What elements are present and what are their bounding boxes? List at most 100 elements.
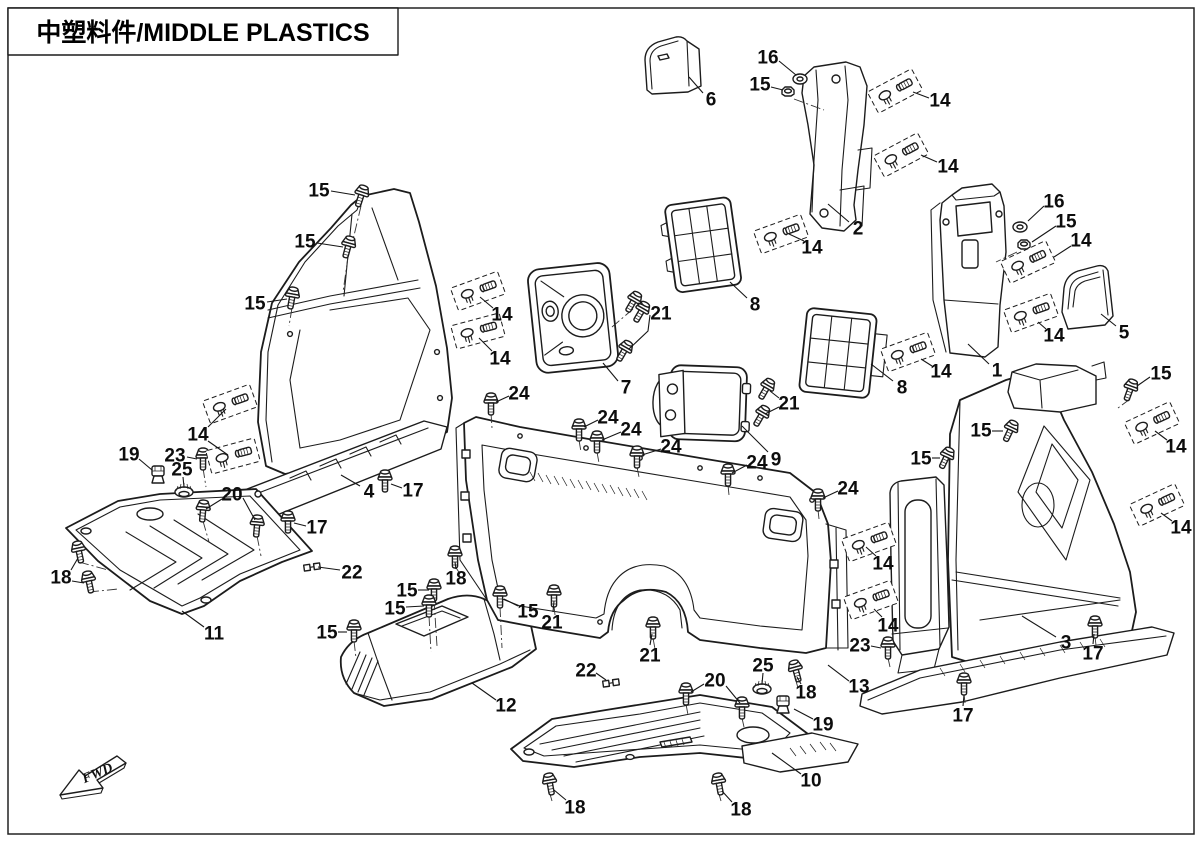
centerline bbox=[256, 535, 262, 557]
callout-17: 17 bbox=[952, 694, 974, 727]
callout-number: 17 bbox=[402, 481, 423, 502]
callout-15: 15 bbox=[970, 421, 1003, 442]
washer-icon bbox=[1012, 221, 1028, 233]
callout-15: 15 bbox=[503, 598, 539, 623]
leader-line bbox=[503, 598, 519, 607]
callout-14: 14 bbox=[1037, 321, 1065, 347]
callout-7: 7 bbox=[602, 362, 631, 399]
callout-number: 14 bbox=[930, 362, 952, 383]
callout-16: 16 bbox=[1027, 192, 1065, 222]
leader-line bbox=[1136, 376, 1151, 387]
leader-line bbox=[628, 314, 651, 350]
leader-line bbox=[1027, 205, 1045, 222]
nut-icon bbox=[781, 86, 795, 97]
leader-line bbox=[266, 298, 288, 303]
callout-21: 21 bbox=[628, 302, 672, 350]
centerline bbox=[202, 467, 207, 488]
callout-14: 14 bbox=[920, 358, 952, 383]
callout-number: 24 bbox=[508, 384, 530, 405]
callout-number: 14 bbox=[1165, 437, 1187, 458]
leader-line bbox=[920, 154, 938, 163]
callout-14: 14 bbox=[912, 91, 951, 112]
part-12-console-cover bbox=[339, 594, 537, 707]
part-8-grille-upper bbox=[660, 196, 742, 294]
callout-14: 14 bbox=[479, 296, 513, 326]
leader-line bbox=[920, 358, 933, 367]
callout-number: 15 bbox=[517, 602, 539, 623]
callout-number: 15 bbox=[970, 421, 992, 442]
part-2-bracket bbox=[801, 61, 873, 232]
callout-19: 19 bbox=[118, 445, 153, 471]
leader-line bbox=[1021, 615, 1057, 638]
leader-line bbox=[495, 395, 510, 403]
callout-8: 8 bbox=[729, 281, 760, 316]
leader-line bbox=[207, 440, 229, 456]
leader-line bbox=[870, 363, 894, 382]
leader-line bbox=[330, 190, 356, 196]
centerline bbox=[793, 98, 825, 111]
callout-18: 18 bbox=[553, 789, 586, 819]
callout-23: 23 bbox=[164, 446, 198, 467]
leader-line bbox=[186, 456, 198, 460]
bolt-icon bbox=[483, 392, 499, 416]
callout-number: 15 bbox=[244, 294, 266, 315]
callout-number: 21 bbox=[778, 394, 800, 415]
callout-number: 16 bbox=[1043, 192, 1064, 213]
callout-number: 5 bbox=[1119, 323, 1130, 344]
callout-17: 17 bbox=[390, 481, 424, 502]
part-9-cover-box bbox=[652, 364, 752, 443]
callout-24: 24 bbox=[641, 437, 682, 458]
centerline bbox=[578, 439, 582, 453]
leader-line bbox=[637, 302, 651, 309]
leader-line bbox=[390, 483, 403, 489]
callout-number: 23 bbox=[164, 446, 185, 467]
callout-number: 15 bbox=[384, 599, 406, 620]
callout-24: 24 bbox=[822, 479, 859, 500]
callout-14: 14 bbox=[1160, 512, 1192, 539]
centerline bbox=[433, 599, 438, 647]
callout-number: 14 bbox=[1170, 518, 1192, 539]
leader-line bbox=[207, 408, 227, 428]
leader-line bbox=[778, 60, 797, 76]
leader-line bbox=[601, 431, 622, 441]
callout-number: 23 bbox=[849, 636, 870, 657]
leader-line bbox=[769, 390, 780, 399]
leader-line bbox=[138, 458, 153, 471]
callout-24: 24 bbox=[731, 453, 768, 474]
fwd-arrow: FWD bbox=[59, 755, 127, 800]
callout-number: 17 bbox=[952, 706, 973, 727]
callout-number: 24 bbox=[746, 453, 768, 474]
centerline bbox=[596, 451, 600, 464]
leader-line bbox=[771, 752, 802, 775]
page-title: 中塑料件/MIDDLE PLASTICS bbox=[36, 19, 369, 47]
callout-15: 15 bbox=[308, 181, 356, 202]
title-box: 中塑料件/MIDDLE PLASTICS bbox=[7, 7, 399, 56]
callout-number: 15 bbox=[910, 449, 932, 470]
callout-number: 8 bbox=[897, 378, 908, 399]
nut-icon bbox=[1017, 239, 1031, 250]
callout-9: 9 bbox=[741, 425, 781, 471]
leader-line bbox=[1154, 430, 1168, 441]
centerline bbox=[78, 561, 109, 571]
leader-line bbox=[827, 664, 850, 682]
callout-number: 25 bbox=[171, 460, 193, 481]
callout-number: 21 bbox=[650, 304, 672, 325]
centerline bbox=[202, 520, 210, 543]
callout-number: 15 bbox=[308, 181, 330, 202]
assy-icon bbox=[879, 331, 937, 373]
callout-number: 17 bbox=[306, 518, 327, 539]
leader-line bbox=[822, 490, 839, 499]
leader-line bbox=[788, 233, 805, 242]
callout-24: 24 bbox=[583, 408, 619, 429]
callout-number: 22 bbox=[575, 661, 596, 682]
leader-line bbox=[865, 546, 877, 557]
leader-line bbox=[870, 645, 882, 649]
callout-3: 3 bbox=[1021, 615, 1071, 654]
callout-14: 14 bbox=[865, 546, 894, 575]
centerline bbox=[685, 703, 689, 716]
leader-line bbox=[796, 676, 802, 685]
callout-2: 2 bbox=[827, 203, 863, 240]
centerline bbox=[353, 640, 357, 659]
